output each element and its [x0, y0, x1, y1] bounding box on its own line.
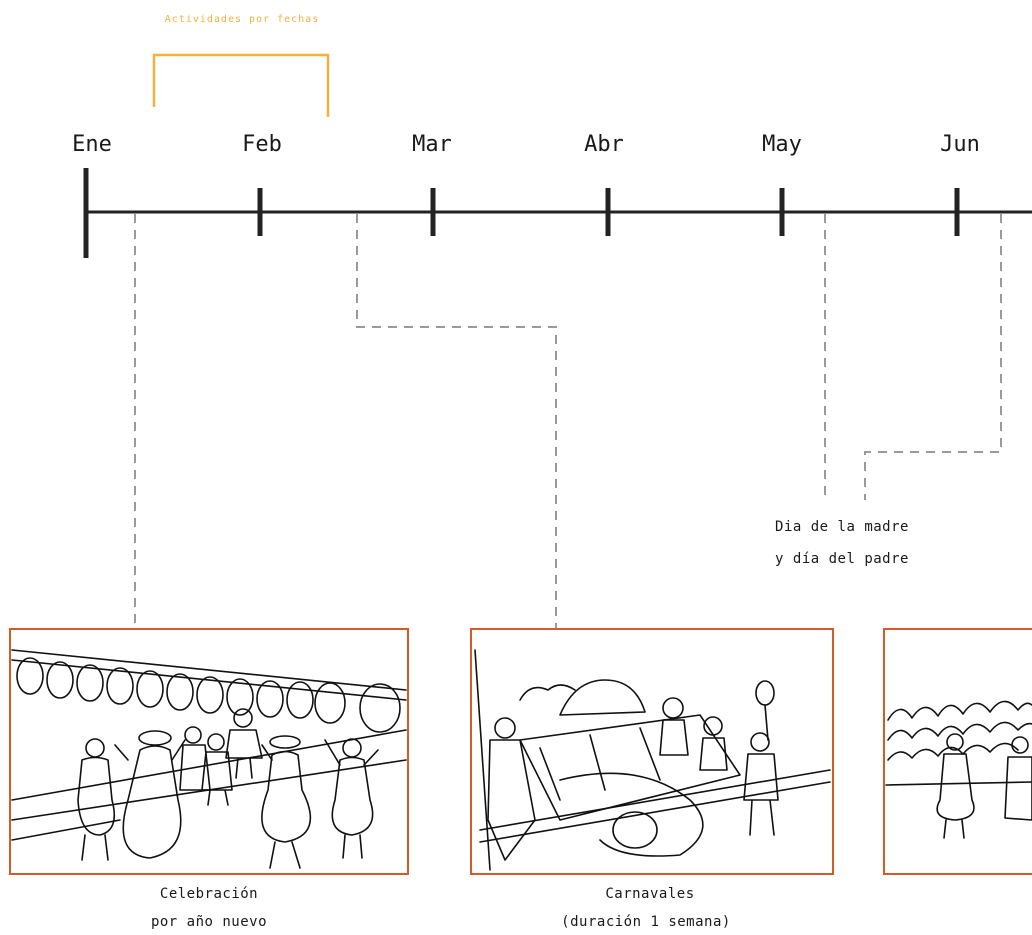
parents-day-panel — [883, 628, 1032, 875]
connectors — [134, 214, 1002, 628]
month-label-feb: Feb — [242, 132, 282, 157]
new-year-caption-line1: Celebración — [160, 886, 258, 902]
carnival-panel — [470, 628, 834, 875]
carnival-caption-line2: (duración 1 semana) — [561, 914, 731, 930]
connector-carnival — [356, 214, 557, 628]
crowd-dance-illustration — [885, 700, 1032, 839]
parents-day-caption: Dia de la madre y día del padre — [775, 519, 909, 567]
new-year-caption-line2: por año nuevo — [151, 914, 267, 930]
parents-day-caption-line1: Dia de la madre — [775, 519, 909, 535]
parents-day-frame — [883, 628, 1032, 875]
timeline-axis — [83, 168, 1032, 258]
date-activities-bracket: Actividades por fechas — [152, 14, 330, 117]
bracket-line — [152, 53, 330, 117]
month-label-mar: Mar — [412, 132, 452, 157]
month-label-ene: Ene — [72, 132, 112, 157]
month-label-may: May — [762, 132, 802, 157]
carnival-float-illustration — [474, 649, 831, 871]
new-year-panel — [9, 628, 409, 875]
bracket-label: Actividades por fechas — [165, 14, 319, 25]
carnival-caption-line1: Carnavales — [605, 886, 694, 902]
connector-fathers-day — [864, 214, 1002, 500]
parents-day-caption-line2: y día del padre — [775, 551, 909, 567]
month-labels: Ene Feb Mar Abr May Jun — [72, 132, 980, 157]
dancers-with-balloons-illustration — [11, 649, 407, 869]
month-label-jun: Jun — [940, 132, 980, 157]
month-label-abr: Abr — [584, 132, 624, 157]
